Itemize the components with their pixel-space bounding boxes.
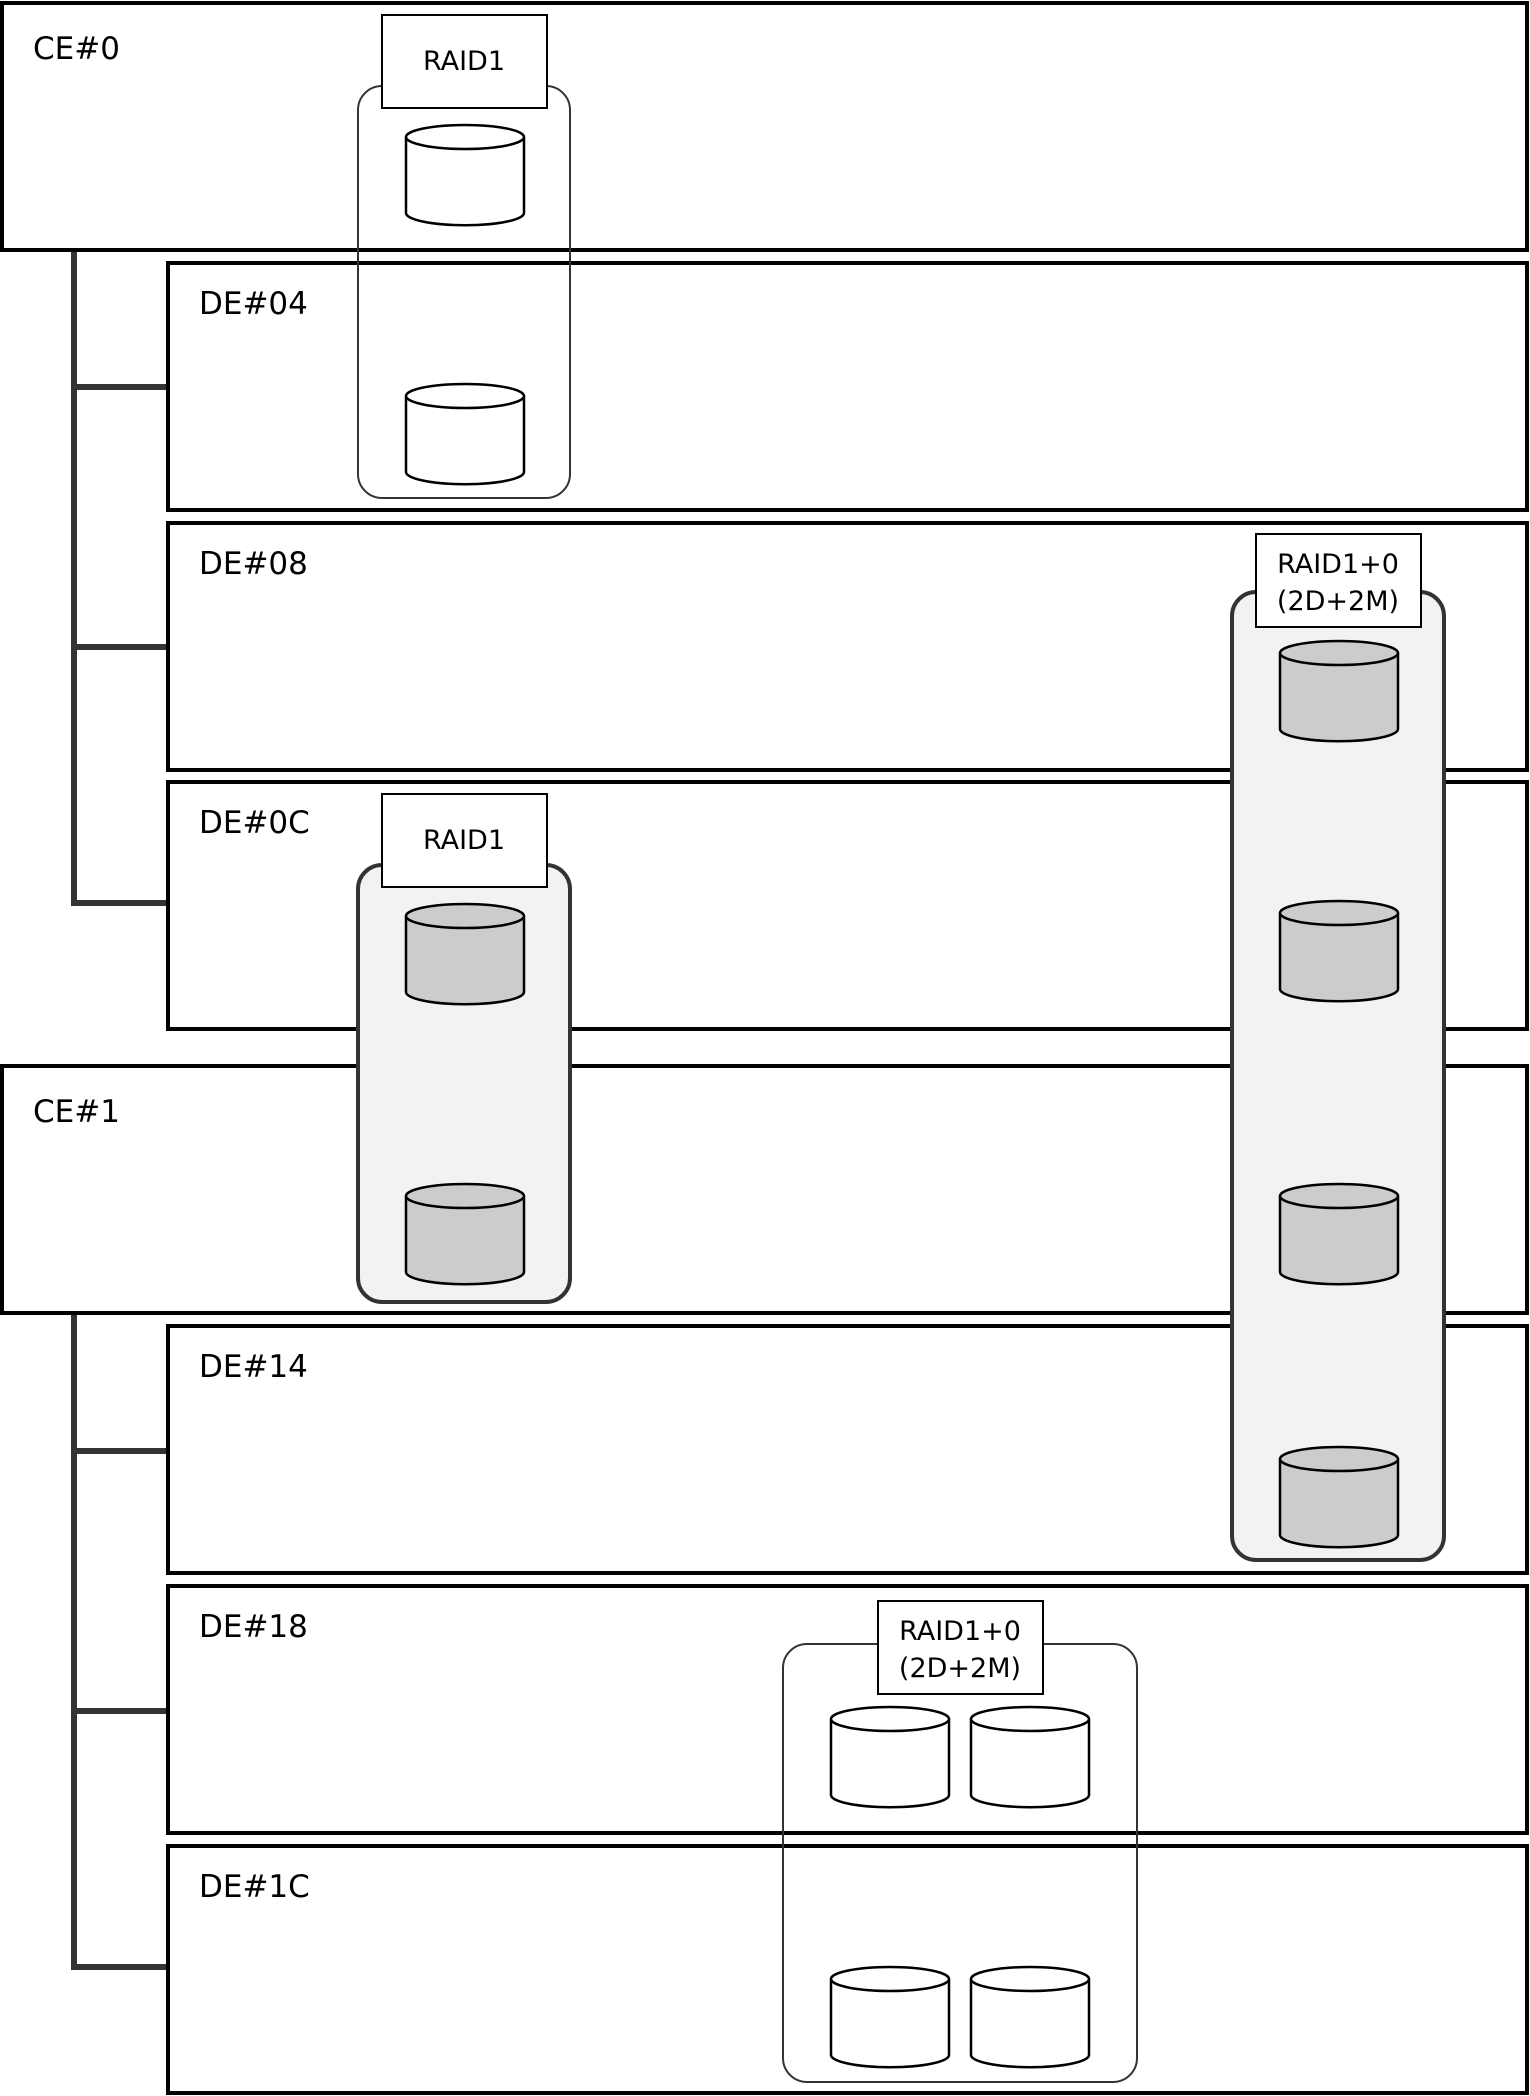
disk-icon bbox=[969, 1965, 1091, 2069]
enclosure-label-de14: DE#14 bbox=[199, 1349, 308, 1385]
raid-config-label: (2D+2M) bbox=[899, 1653, 1021, 1684]
disk-icon bbox=[1278, 1182, 1400, 1286]
disk-icon bbox=[404, 123, 526, 227]
enclosure-label-ce0: CE#0 bbox=[33, 31, 120, 67]
raid-group-raid10-outline: RAID1+0 (2D+2M) bbox=[782, 1600, 1138, 2083]
raid-level-label: RAID1+0 bbox=[899, 1616, 1021, 1647]
bus-lines bbox=[71, 250, 168, 1970]
disk-icon bbox=[404, 382, 526, 486]
disk-icon bbox=[404, 902, 526, 1006]
raid-level-label: RAID1 bbox=[423, 825, 505, 856]
raid-level-label: RAID1+0 bbox=[1277, 549, 1399, 580]
raid-level-box bbox=[381, 793, 548, 888]
raid-group-raid10-shaded: RAID1+0 (2D+2M) bbox=[1230, 533, 1446, 1562]
raid-level-box bbox=[877, 1600, 1044, 1695]
raid-level-box bbox=[381, 14, 548, 109]
disk-icon bbox=[1278, 1445, 1400, 1549]
enclosure-label-ce1: CE#1 bbox=[33, 1094, 120, 1130]
enclosure-label-de08: DE#08 bbox=[199, 546, 308, 582]
disk-icon bbox=[404, 1182, 526, 1286]
raid-level-box bbox=[1255, 533, 1422, 628]
enclosure-label-de18: DE#18 bbox=[199, 1609, 308, 1645]
disk-icon bbox=[969, 1705, 1091, 1809]
enclosure-de04 bbox=[166, 261, 1529, 512]
enclosure-ce0 bbox=[0, 1, 1529, 252]
raid-group-raid1-outline: RAID1 bbox=[357, 14, 571, 499]
disk-icon bbox=[829, 1705, 951, 1809]
disk-icon bbox=[1278, 639, 1400, 743]
enclosure-label-de1c: DE#1C bbox=[199, 1869, 310, 1905]
disk-icon bbox=[829, 1965, 951, 2069]
enclosure-labels: CE#0 DE#04 DE#08 DE#0C CE#1 DE#14 DE#18 … bbox=[33, 31, 310, 1905]
disk-icon bbox=[1278, 899, 1400, 1003]
raid-group-raid1-shaded: RAID1 bbox=[356, 793, 572, 1304]
enclosure-label-de0c: DE#0C bbox=[199, 805, 310, 841]
raid-level-label: RAID1 bbox=[423, 46, 505, 77]
enclosure-label-de04: DE#04 bbox=[199, 286, 308, 322]
raid-config-label: (2D+2M) bbox=[1277, 586, 1399, 617]
